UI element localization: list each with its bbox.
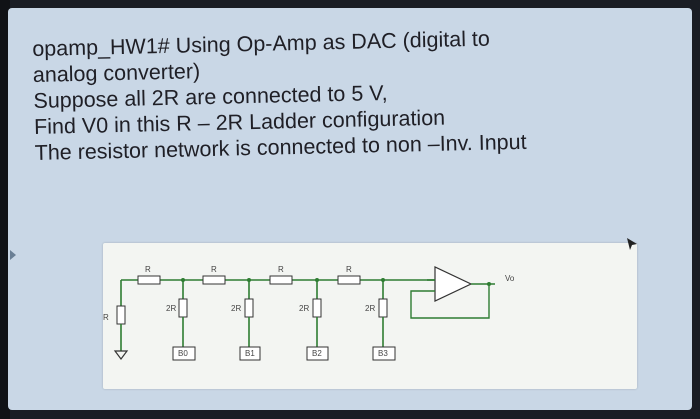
circuit-svg: R R R R R 2R B0 2R B1 xyxy=(103,265,515,361)
shunt-label-1: 2R xyxy=(166,304,176,313)
series-label-4: R xyxy=(346,265,352,274)
ground-resistor xyxy=(116,305,126,325)
shunt-label-4: 2R xyxy=(365,304,375,313)
series-resistor-2 xyxy=(202,275,226,285)
shunt-leg-4 xyxy=(372,278,396,361)
opamp-icon xyxy=(434,266,473,302)
series-label-1: R xyxy=(145,265,151,274)
shunt-label-2: 2R xyxy=(231,304,241,313)
problem-statement: opamp_HW1# Using Op-Amp as DAC (digital … xyxy=(32,22,655,166)
series-resistor-4 xyxy=(337,275,361,285)
bit-label-b0: B0 xyxy=(178,349,188,358)
screen-bezel xyxy=(0,0,10,419)
bit-label-b1: B1 xyxy=(245,349,255,358)
bit-label-b2: B2 xyxy=(312,349,322,358)
ground-icon xyxy=(113,350,129,360)
ground-resistor-label: R xyxy=(103,313,109,322)
r2r-ladder-diagram: R R R R R 2R B0 2R B1 xyxy=(103,243,637,389)
shunt-leg-2 xyxy=(239,278,261,361)
series-resistor-1 xyxy=(137,275,161,285)
left-edge-marker-icon xyxy=(10,250,16,260)
series-label-2: R xyxy=(211,265,217,274)
shunt-leg-3 xyxy=(306,278,329,361)
output-label: Vo xyxy=(505,274,515,283)
shunt-leg-1 xyxy=(172,278,196,361)
mouse-cursor-icon xyxy=(627,238,637,250)
bit-label-b3: B3 xyxy=(378,349,388,358)
series-resistor-3 xyxy=(269,275,293,285)
feedback-wire xyxy=(410,284,490,319)
series-label-3: R xyxy=(278,265,284,274)
shunt-label-3: 2R xyxy=(299,304,309,313)
